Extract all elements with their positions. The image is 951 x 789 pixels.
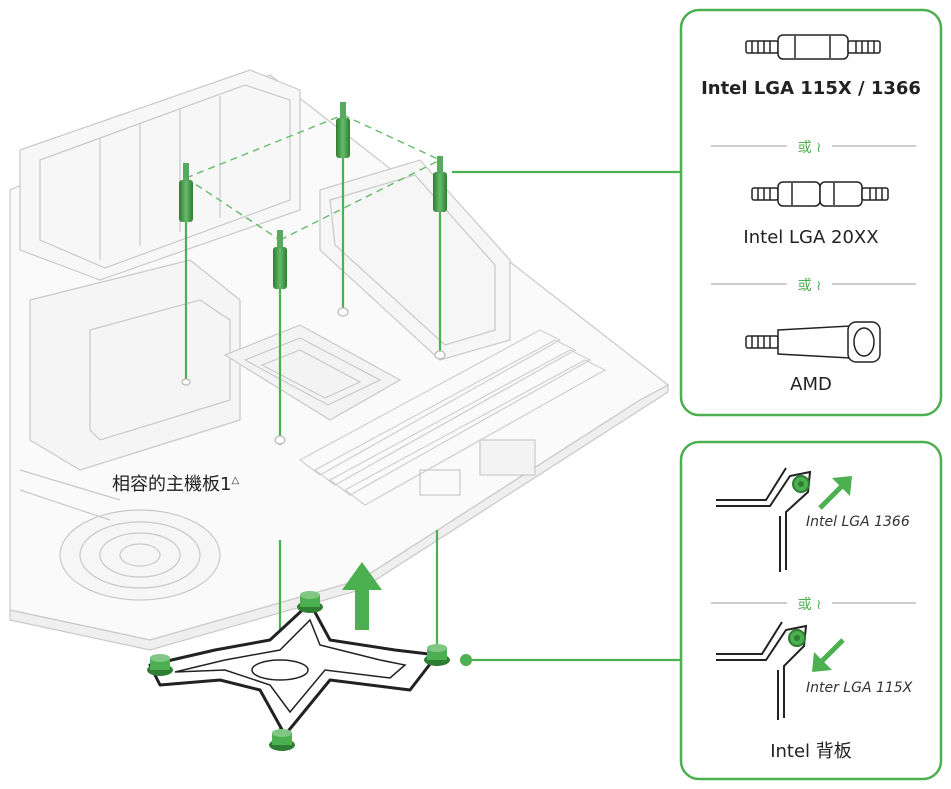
motherboard-label: 相容的主機板1△	[112, 474, 240, 495]
standoffs	[179, 102, 447, 289]
bracket-115x-icon	[716, 621, 808, 720]
or-separator-1: 或 ≀	[797, 140, 822, 156]
standoff-20xx-icon	[751, 181, 889, 207]
standoff-3	[433, 156, 447, 212]
or-separator-2: 或 ≀	[797, 278, 822, 294]
arrow-out-icon	[818, 476, 852, 510]
backplate-panel	[679, 440, 943, 781]
label-intel-115x-1366: Intel LGA 115X / 1366	[701, 78, 921, 99]
standoff-2	[336, 102, 350, 158]
or-text-3: 或	[797, 597, 812, 613]
up-arrow	[342, 562, 382, 630]
standoff-115x-icon	[745, 34, 881, 60]
backplate-nuts	[147, 591, 450, 751]
callout-connectors	[452, 170, 683, 662]
board-holes	[181, 307, 446, 445]
label-inter-lga-115x: Inter LGA 115X	[806, 680, 913, 696]
or-separator-3: 或 ≀	[797, 597, 822, 613]
or-text-1: 或	[797, 140, 812, 156]
motherboard-illustration	[9, 69, 670, 651]
backplate-panel-title: Intel 背板	[770, 741, 852, 762]
connector-dot	[460, 654, 472, 666]
backplate	[147, 591, 450, 751]
label-amd: AMD	[790, 374, 832, 395]
standoff-1	[179, 163, 193, 222]
mounting-pattern	[185, 114, 441, 241]
motherboard-label-text: 相容的主機板1	[112, 474, 232, 495]
label-intel-20xx: Intel LGA 20XX	[743, 227, 879, 248]
standoff-amd-icon	[745, 321, 881, 363]
bracket-1366-icon	[716, 467, 812, 572]
standoffs-panel	[679, 8, 943, 417]
or-text-2: 或	[797, 278, 812, 294]
label-intel-lga-1366: Intel LGA 1366	[806, 514, 910, 530]
arrow-in-icon	[812, 638, 845, 672]
standoff-4	[273, 230, 287, 289]
